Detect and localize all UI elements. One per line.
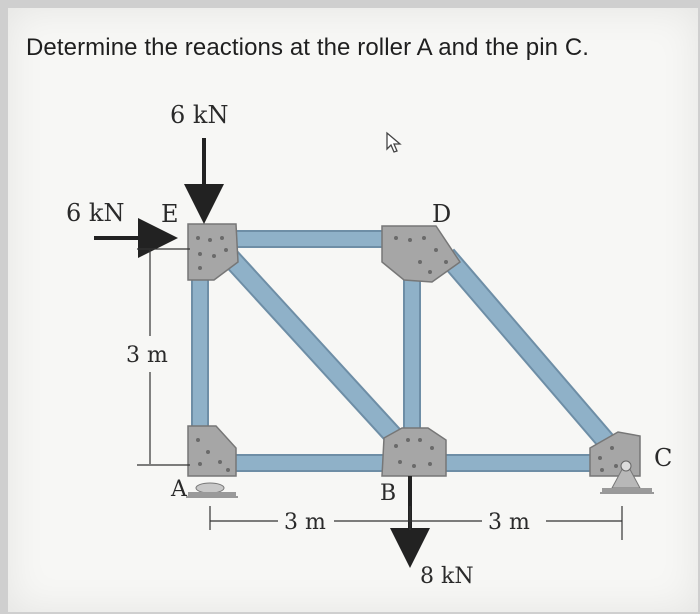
label-node-C: C	[654, 444, 672, 472]
pin-support-C	[600, 460, 654, 494]
label-dim-left-span: 3 m	[284, 510, 326, 535]
label-load-top: 6 kN	[170, 101, 228, 129]
gusset-B	[381, 427, 447, 477]
roller-support-A	[186, 482, 238, 498]
member-EB	[220, 248, 410, 452]
question-text: Determine the reactions at the roller A …	[26, 34, 590, 61]
mouse-pointer-icon	[386, 131, 402, 153]
member-DC	[438, 248, 626, 462]
gusset-E	[187, 223, 239, 281]
label-load-left: 6 kN	[66, 199, 124, 227]
label-node-E: E	[161, 200, 179, 228]
dimension-lines	[137, 248, 623, 540]
label-load-bottom: 8 kN	[420, 564, 474, 589]
label-node-B: B	[380, 481, 396, 506]
gusset-plates	[187, 223, 641, 477]
label-dim-right-span: 3 m	[488, 510, 530, 535]
gusset-D	[381, 225, 462, 283]
label-dim-height: 3 m	[126, 343, 168, 368]
label-node-A: A	[170, 477, 188, 502]
question-card: Determine the reactions at the roller A …	[8, 8, 698, 612]
label-node-D: D	[432, 200, 451, 228]
rivets	[196, 236, 618, 472]
